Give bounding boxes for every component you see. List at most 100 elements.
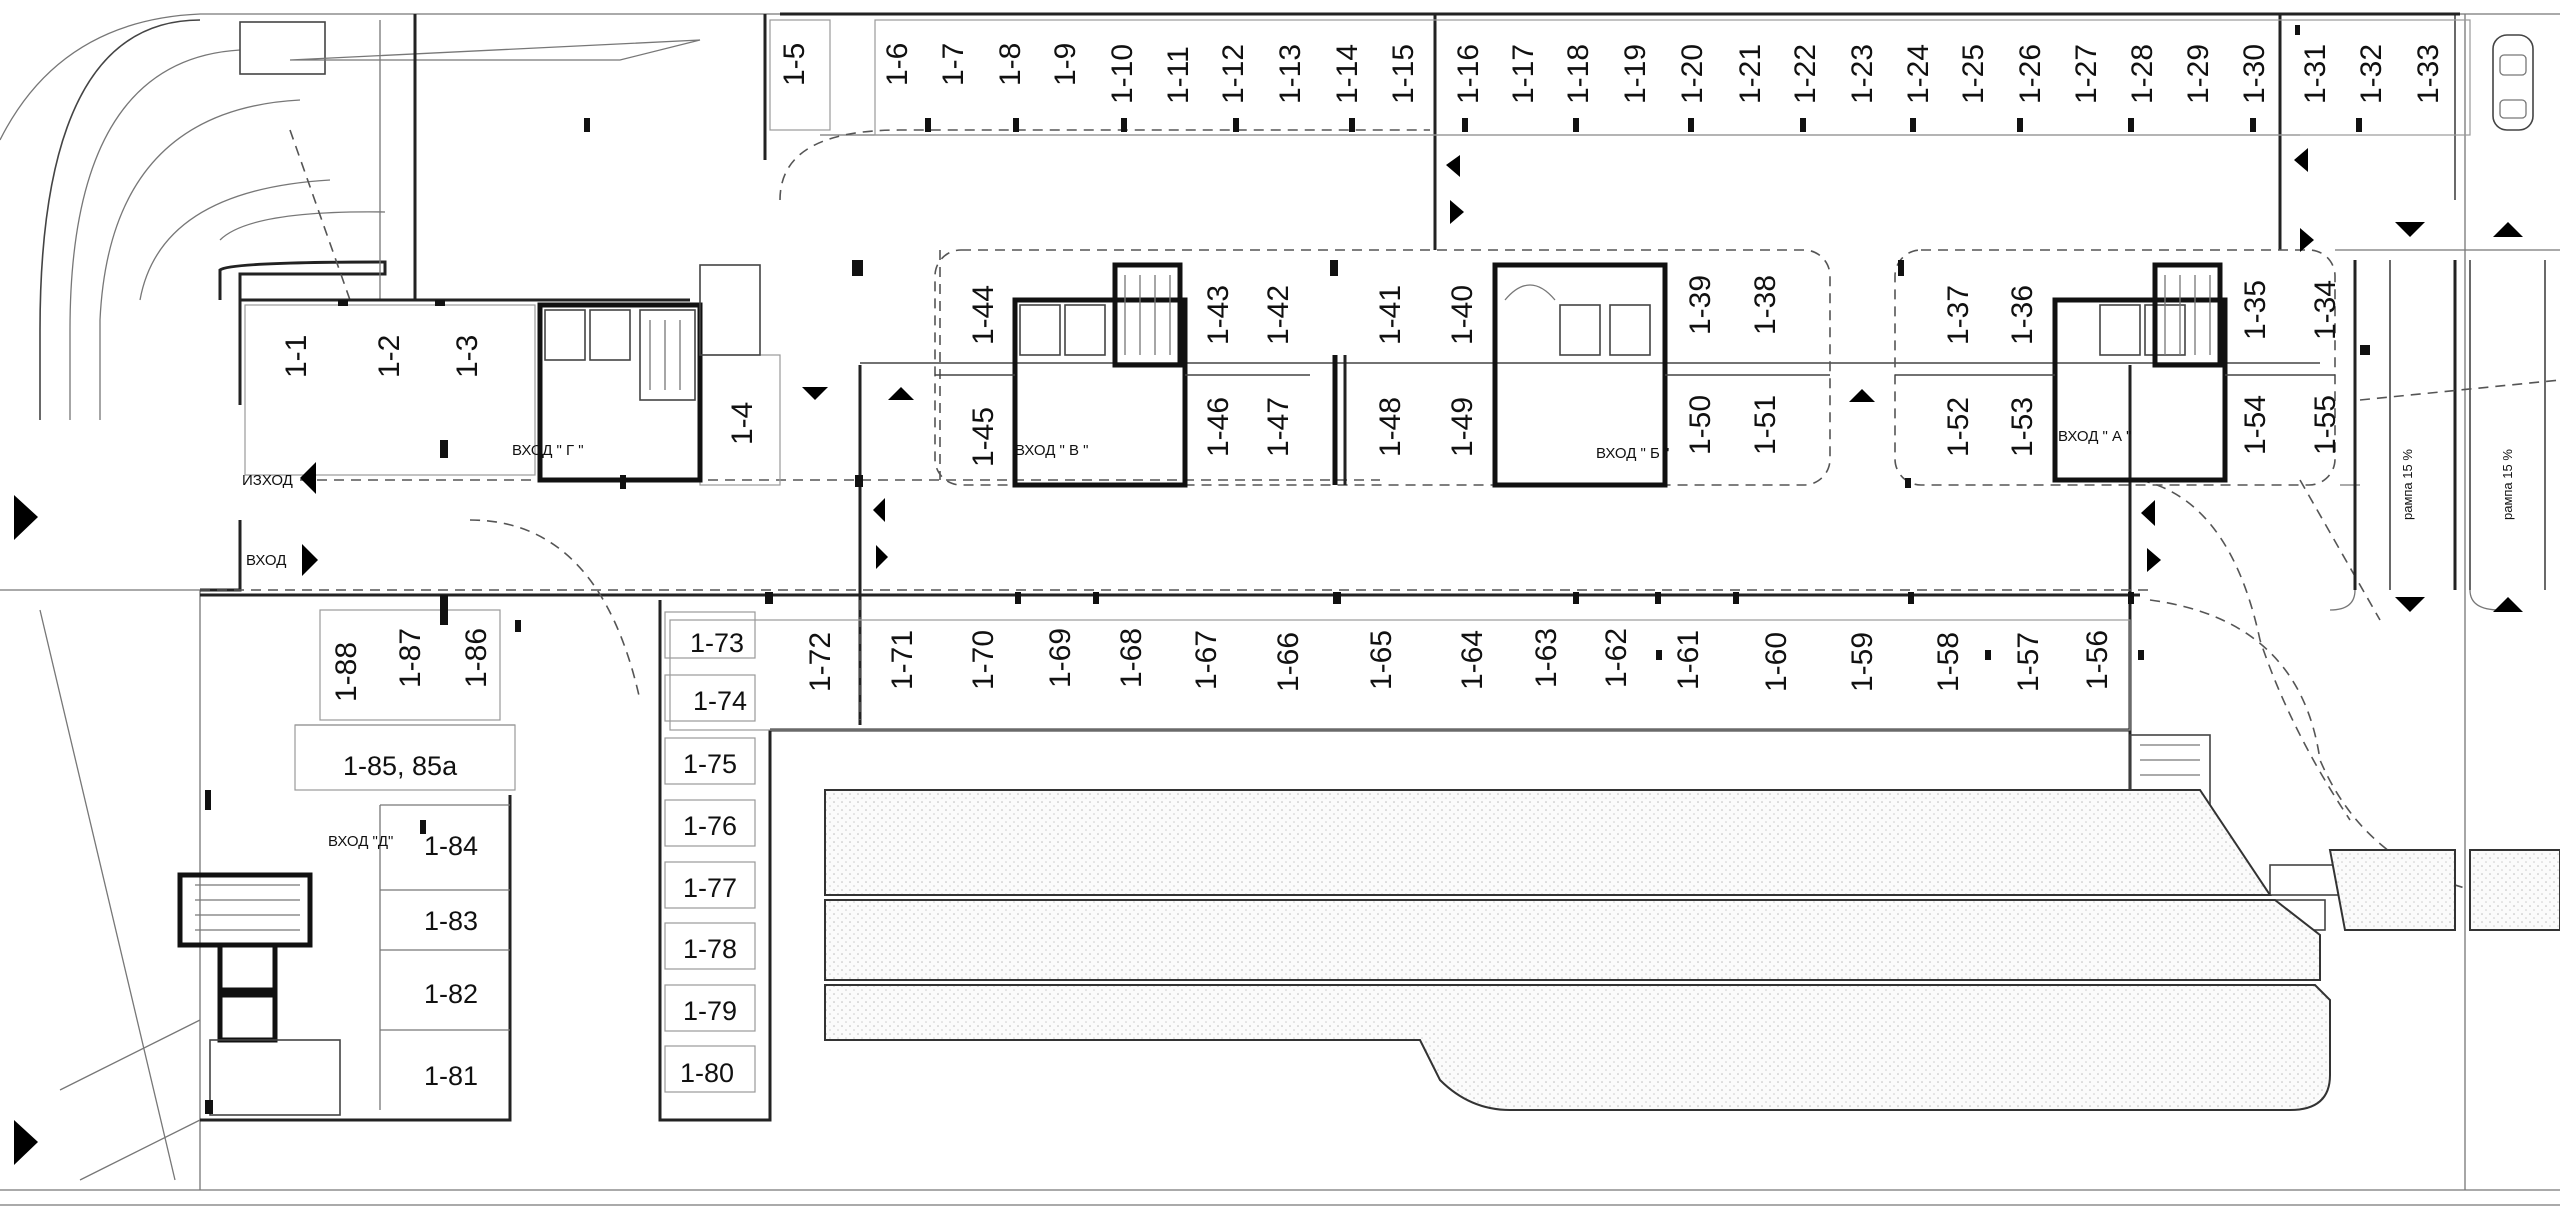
spot-label: 1-20	[1676, 44, 1709, 104]
spot-label: 1-70	[967, 630, 1000, 690]
block-v-labels: 1-44 1-43 1-42 1-45 1-46 1-47	[967, 285, 1295, 467]
spot-label: 1-81	[424, 1061, 478, 1091]
spot-label: 1-87	[394, 628, 427, 688]
spot-label: 1-41	[1374, 285, 1407, 345]
landscape-strips	[824, 789, 2560, 1111]
spot-label: 1-22	[1789, 44, 1822, 104]
spot-label: 1-76	[683, 811, 737, 841]
entrance-g-label: ВХОД " Г "	[512, 442, 584, 459]
spot-label: 1-24	[1902, 44, 1935, 104]
spot-label: 1-4	[726, 402, 759, 445]
spot-label: 1-63	[1530, 628, 1563, 688]
spot-label: 1-67	[1190, 630, 1223, 690]
spot-label: 1-7	[937, 43, 970, 86]
spot-label: 1-85, 85а	[343, 751, 458, 781]
arrow-right-icon	[1450, 200, 1464, 224]
spot-label: 1-43	[1202, 285, 1235, 345]
left-block-labels: 1-1 1-2 1-3 1-4	[280, 335, 759, 445]
arrow-left-icon	[873, 498, 885, 522]
arrow-up-icon	[888, 387, 914, 400]
building-blocks	[934, 249, 2560, 486]
spot-label: 1-68	[1115, 628, 1148, 688]
spot-label: 1-33	[2412, 44, 2445, 104]
spot-label: 1-28	[2126, 44, 2159, 104]
spot-label: 1-54	[2239, 395, 2272, 455]
spot-label: 1-57	[2012, 632, 2045, 692]
spot-label: 1-15	[1387, 44, 1420, 104]
spot-label: 1-44	[967, 285, 1000, 345]
arrow-right-icon	[2147, 548, 2161, 572]
spot-label: 1-83	[424, 906, 478, 936]
block-b-labels: 1-41 1-40 1-39 1-38 1-48 1-49 1-50 1-51	[1374, 275, 1782, 457]
spot-label: 1-2	[373, 335, 406, 378]
spot-label: 1-27	[2070, 44, 2103, 104]
spot-label: 1-11	[1162, 46, 1195, 104]
arrow-right-icon	[876, 545, 888, 569]
block-dividers	[935, 355, 2335, 485]
arrow-down-icon	[2395, 222, 2425, 237]
core-g	[537, 264, 761, 483]
arrow-left-icon	[300, 462, 316, 494]
spot-label: 1-23	[1846, 44, 1879, 104]
exit-label: ИЗХОД	[242, 472, 293, 489]
spot-label: 1-25	[1957, 44, 1990, 104]
spot-label: 1-66	[1272, 632, 1305, 692]
spot-label: 1-17	[1507, 44, 1540, 104]
spot-label: 1-38	[1749, 275, 1782, 335]
column-right-labels: 1-73 1-74 1-75 1-76 1-77 1-78 1-79 1-80	[680, 628, 747, 1088]
spot-label: 1-26	[2014, 44, 2047, 104]
arrow-up-icon	[2493, 597, 2523, 612]
arrow-right-icon	[14, 495, 38, 540]
spot-label: 1-9	[1049, 43, 1082, 86]
spot-label: 1-21	[1734, 44, 1767, 104]
spot-label: 1-48	[1374, 397, 1407, 457]
arrow-left-icon	[2141, 500, 2155, 526]
spot-label: 1-5	[778, 43, 811, 86]
spot-label: 1-34	[2309, 280, 2342, 340]
spot-label: 1-56	[2081, 630, 2114, 690]
core-a	[2052, 262, 2228, 483]
spot-label: 1-58	[1932, 632, 1965, 692]
spot-label: 1-86	[460, 628, 493, 688]
spot-label: 1-45	[967, 407, 1000, 467]
spot-label: 1-12	[1217, 44, 1250, 104]
spot-label: 1-16	[1452, 44, 1485, 104]
column-spot-boxes	[664, 611, 756, 1093]
top-row-labels: 1-5 1-6 1-7 1-8 1-9 1-10 1-11 1-12 1-13 …	[778, 43, 2445, 104]
block-a-labels: 1-37 1-36 1-35 1-34 1-52 1-53 1-54 1-55	[1942, 280, 2342, 457]
ramp-label: рампа 15 %	[2500, 449, 2515, 520]
direction-arrows	[14, 148, 2523, 1165]
arrow-left-icon	[1446, 155, 1460, 177]
spot-label: 1-61	[1672, 630, 1705, 690]
spot-label: 1-39	[1684, 275, 1717, 335]
spot-label: 1-82	[424, 979, 478, 1009]
arrow-right-icon	[302, 544, 318, 576]
spot-label: 1-71	[886, 630, 919, 690]
entrance-labels: ИЗХОД ВХОД ВХОД " Г " ВХОД " В " ВХОД " …	[242, 428, 2515, 850]
spot-label: 1-29	[2182, 44, 2215, 104]
spot-label: 1-74	[693, 686, 747, 716]
spot-label: 1-62	[1600, 628, 1633, 688]
ramp-label: рампа 15 %	[2400, 449, 2415, 520]
spot-label: 1-73	[690, 628, 744, 658]
arrow-left-icon	[2294, 148, 2308, 172]
spot-label: 1-79	[683, 996, 737, 1026]
entrance-b-label: ВХОД " Б "	[1596, 445, 1669, 462]
spot-label: 1-30	[2238, 44, 2271, 104]
spot-label: 1-72	[804, 632, 837, 692]
spot-label: 1-6	[881, 43, 914, 86]
spot-label: 1-64	[1456, 630, 1489, 690]
core-v	[1012, 262, 1188, 488]
spot-label: 1-84	[424, 831, 478, 861]
spot-label: 1-35	[2239, 280, 2272, 340]
arrow-down-icon	[802, 387, 828, 400]
arrow-right-icon	[2300, 228, 2314, 252]
entrance-a-label: ВХОД " А "	[2058, 428, 2132, 445]
spot-label: 1-13	[1274, 44, 1307, 104]
entry-label: ВХОД	[246, 552, 286, 569]
car-outline	[2492, 34, 2534, 131]
arrow-up-icon	[2493, 222, 2523, 237]
entrance-v-label: ВХОД " В "	[1015, 442, 1089, 459]
spot-label: 1-46	[1202, 397, 1235, 457]
spot-label: 1-3	[451, 335, 484, 378]
